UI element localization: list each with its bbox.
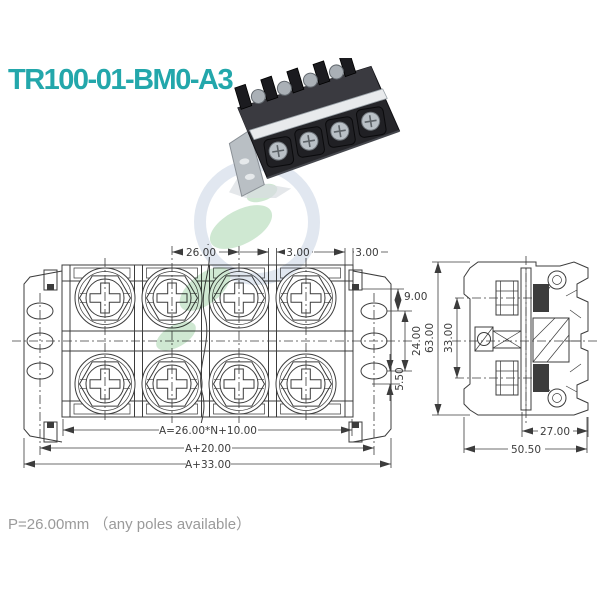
dim-label-length-mid: A+20.00 [185,443,231,455]
brand-watermark [156,159,320,351]
dim-label-length-formula: A=26.00*N+10.00 [159,425,257,437]
dim-label-inner-height: 33.00 [443,323,455,353]
dim-label-length-total: A+33.00 [185,459,231,471]
dim-label-slot-edge: 5.50 [394,367,406,390]
product-photo [228,58,401,198]
side-view: 63.00 33.00 27.00 50.50 [424,256,597,456]
front-view: 26.00 3.00 3.00 9.00 24.00 [12,243,427,471]
product-code-title: TR100-01-BM0-A3 [8,64,234,96]
metal-strip [248,88,388,141]
dim-label-end-wall: 3.00 [355,247,378,259]
dim-label-slot-span: 24.00 [411,326,423,356]
side-dimensions: 63.00 33.00 27.00 50.50 [424,261,589,456]
divider-fins [234,58,357,110]
dim-label-slot-offset: 9.00 [404,291,427,303]
front-right-dimensions: 9.00 24.00 5.50 [362,288,427,401]
dim-label-depth-total: 50.50 [511,444,541,456]
back-screws [250,64,344,104]
dim-label-depth-inner: 27.00 [540,426,570,438]
dim-label-height: 63.00 [424,323,436,353]
front-clamps [263,106,387,168]
front-bottom-dimensions: A=26.00*N+10.00 A+20.00 A+33.00 [23,419,392,471]
pitch-note: P=26.00mm （any poles available） [8,516,252,533]
